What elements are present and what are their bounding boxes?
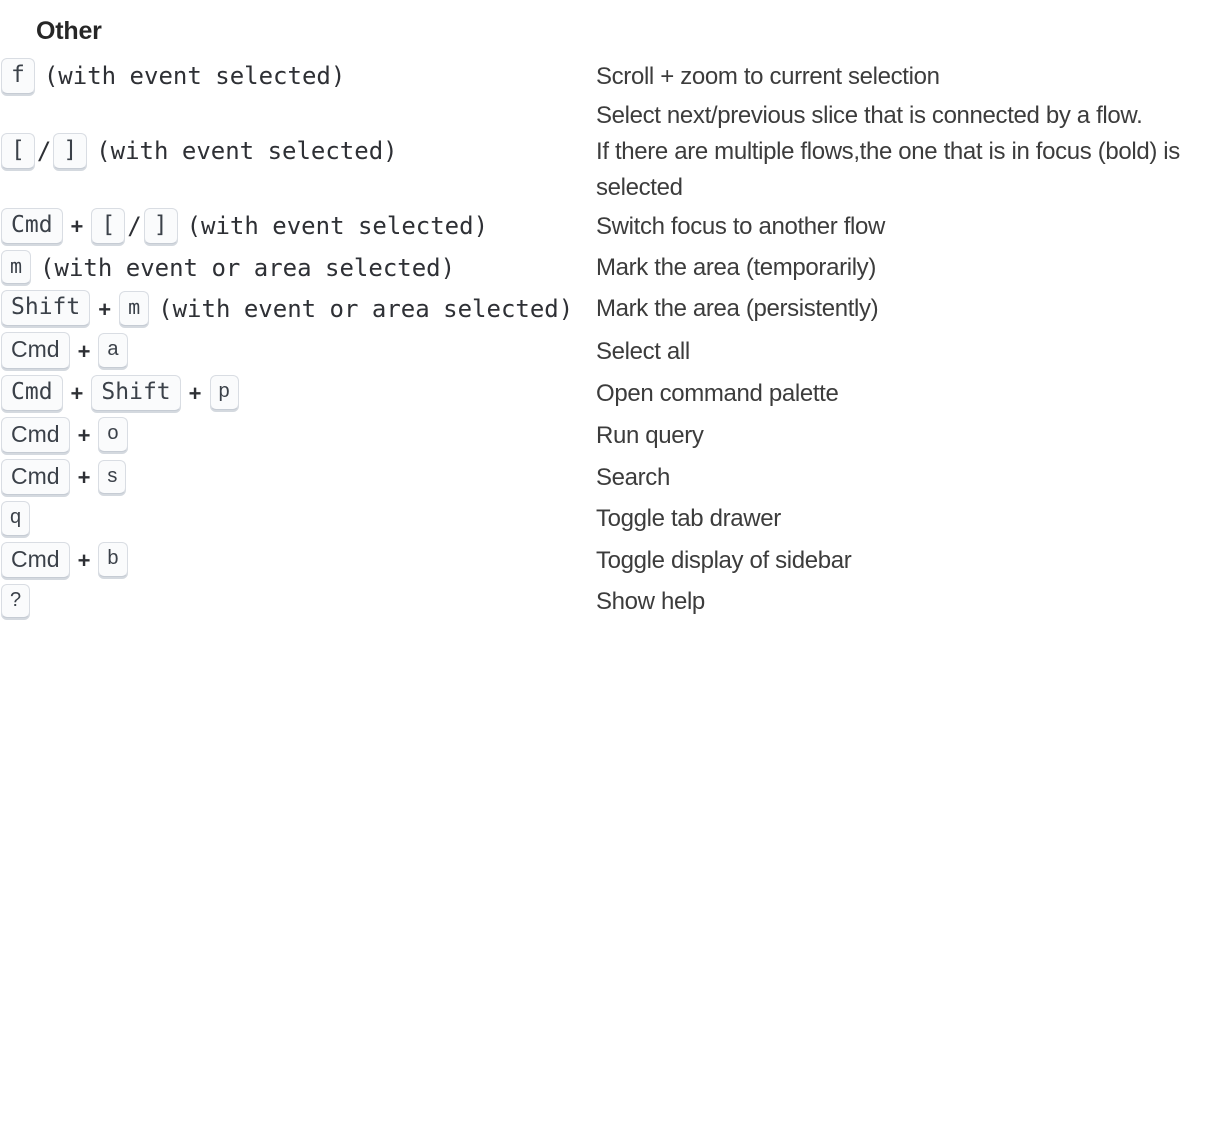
- key-combo-slash: /: [36, 137, 52, 166]
- key-combo-plus: +: [77, 338, 91, 364]
- shortcut-description-line: Mark the area (persistently): [596, 295, 879, 323]
- shortcut-row: ? Show help: [0, 582, 1180, 623]
- shortcut-row: m (with event or area selected) Mark the a…: [0, 248, 1180, 289]
- keycap: Cmd: [1, 541, 70, 578]
- shortcut-keys-cell: Cmd + Shift + p: [0, 373, 596, 415]
- shortcut-keys-cell: Cmd + o: [0, 415, 596, 457]
- shortcut-row: Cmd + b Toggle display of sidebar: [0, 540, 1180, 582]
- shortcut-keys-cell: q: [0, 499, 596, 540]
- keycap: b: [98, 542, 128, 577]
- keycap: s: [98, 459, 127, 495]
- shortcut-description-line: Switch focus to another flow: [596, 212, 886, 240]
- shortcut-description-cell: Select next/previous slice that is conne…: [596, 98, 1180, 206]
- shortcut-row: Cmd + o Run query: [0, 415, 1180, 457]
- shortcut-description-line: Select next/previous slice that is conne…: [596, 101, 1143, 129]
- shortcut-description-line: Select all: [596, 337, 690, 365]
- shortcut-keys-cell: ?: [0, 582, 596, 623]
- key-combo-plus: +: [77, 465, 91, 491]
- keycap: ?: [1, 583, 31, 619]
- key-combo-plus: +: [77, 423, 91, 449]
- shortcuts-table: f (with event selected) Scroll + zoom to c…: [0, 56, 1180, 623]
- keycap: Cmd: [1, 374, 63, 411]
- keycap: Cmd: [1, 416, 70, 453]
- keyboard-shortcuts-help-page: Other f (with event selected) Scroll + zoo…: [0, 17, 1180, 623]
- keycap: m: [1, 249, 32, 285]
- key-combo-plus: +: [98, 296, 112, 322]
- shortcut-description-cell: Scroll + zoom to current selection: [596, 56, 1180, 98]
- keycap: f: [1, 57, 35, 94]
- shortcut-keys-cell: Cmd + [/] (with event selected): [0, 206, 596, 248]
- shortcut-description-cell: Search: [596, 457, 1180, 499]
- shortcut-row: Cmd + a Select all: [0, 330, 1180, 372]
- shortcut-description-line: Run query: [596, 421, 704, 449]
- shortcut-keys-cell: Shift + m (with event or area selected): [0, 288, 596, 330]
- shortcut-keys-cell: f (with event selected): [0, 56, 596, 98]
- keycap: Shift: [1, 290, 91, 327]
- shortcut-description-cell: Mark the area (persistently): [596, 288, 1180, 330]
- shortcut-row: Cmd + Shift + p Open command palette: [0, 373, 1180, 415]
- keycap: Shift: [91, 374, 181, 411]
- key-combo-plus: +: [77, 547, 91, 573]
- shortcut-context-note: (with event selected): [96, 137, 398, 166]
- shortcut-row: q Toggle tab drawer: [0, 499, 1180, 540]
- shortcut-keys-cell: Cmd + a: [0, 330, 596, 372]
- keycap: [: [91, 207, 126, 244]
- shortcut-description-cell: Select all: [596, 330, 1180, 372]
- keycap: o: [98, 417, 128, 453]
- shortcut-description-cell: Run query: [596, 415, 1180, 457]
- shortcut-description-cell: Show help: [596, 582, 1180, 623]
- shortcut-context-note: (with event selected): [43, 62, 346, 91]
- keycap: m: [119, 291, 150, 326]
- keycap: ]: [53, 132, 88, 169]
- key-combo-slash: /: [127, 212, 142, 241]
- shortcut-description-line: Open command palette: [596, 379, 839, 407]
- shortcuts-table-body: f (with event selected) Scroll + zoom to c…: [0, 56, 1180, 623]
- keycap: Cmd: [1, 458, 70, 495]
- shortcut-description-line: Toggle display of sidebar: [596, 546, 852, 574]
- shortcut-description-cell: Toggle display of sidebar: [596, 540, 1180, 582]
- shortcut-description-line: Mark the area (temporarily): [596, 254, 876, 282]
- shortcut-description-line: Show help: [596, 587, 705, 615]
- keycap: q: [1, 500, 31, 536]
- shortcut-context-note: (with event or area selected): [158, 295, 574, 324]
- key-combo-plus: +: [188, 380, 202, 406]
- shortcut-description-cell: Switch focus to another flow: [596, 206, 1180, 248]
- keycap: Cmd: [1, 332, 70, 369]
- shortcut-description-cell: Toggle tab drawer: [596, 499, 1180, 540]
- shortcut-description-line: Search: [596, 463, 670, 491]
- keycap: ]: [143, 207, 178, 244]
- shortcut-context-note: (with event selected): [186, 212, 489, 241]
- shortcut-row: Cmd + [/] (with event selected) Switch focus…: [0, 206, 1180, 248]
- shortcut-row: Cmd + s Search: [0, 457, 1180, 499]
- shortcut-description-line: Toggle tab drawer: [596, 505, 781, 533]
- keycap: a: [98, 333, 128, 368]
- key-combo-plus: +: [70, 380, 84, 406]
- shortcut-keys-cell: Cmd + s: [0, 457, 596, 499]
- shortcut-row: Shift + m (with event or area selected) Mark…: [0, 288, 1180, 330]
- shortcut-description-cell: Mark the area (temporarily): [596, 248, 1180, 289]
- key-combo-plus: +: [70, 213, 84, 239]
- shortcut-description-cell: Open command palette: [596, 373, 1180, 415]
- shortcut-keys-cell: m (with event or area selected): [0, 248, 596, 289]
- shortcut-description-line: Scroll + zoom to current selection: [596, 62, 940, 90]
- keycap: [: [1, 132, 35, 169]
- shortcut-context-note: (with event or area selected): [40, 253, 456, 282]
- keycap: p: [209, 375, 239, 410]
- keycap: Cmd: [1, 207, 63, 244]
- shortcut-row: f (with event selected) Scroll + zoom to c…: [0, 56, 1180, 98]
- shortcut-description-line: If there are multiple flows,the one that…: [596, 137, 1180, 201]
- shortcut-keys-cell: Cmd + b: [0, 540, 596, 582]
- page-title: Other: [36, 17, 102, 45]
- shortcut-row: [/] (with event selected) Select next/prev…: [0, 98, 1180, 206]
- shortcut-keys-cell: [/] (with event selected): [0, 98, 596, 206]
